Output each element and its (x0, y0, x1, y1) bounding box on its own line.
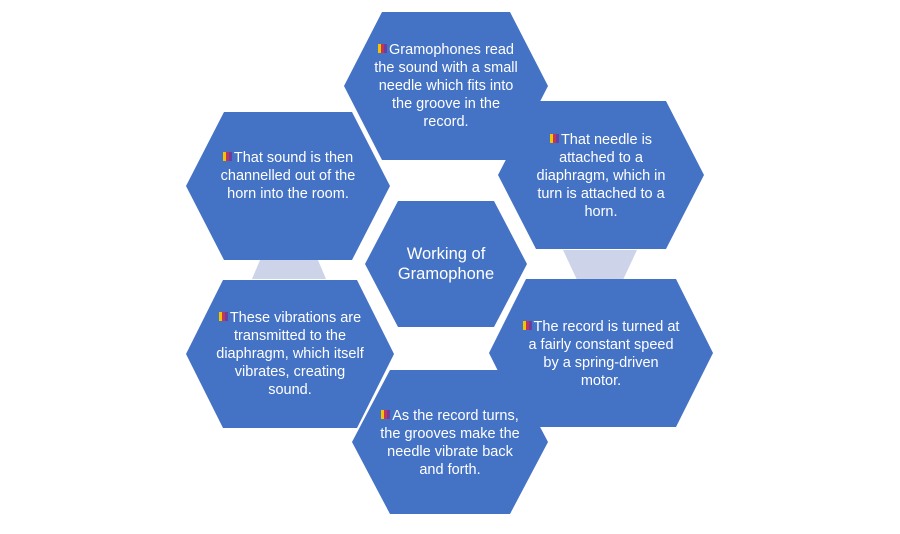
multicolor-square-bullet-icon (218, 312, 228, 321)
step-3-text: The record is turned at a fairly constan… (528, 319, 680, 389)
hex-step-6 (186, 112, 390, 260)
step-4-text-box: As the record turns, the grooves make th… (378, 393, 522, 493)
multicolor-square-bullet-icon (522, 321, 532, 330)
center-label: Working of Gramophone (397, 245, 495, 283)
step-6-text: That sound is then channelled out of the… (220, 150, 356, 202)
step-1-text-box: Gramophones read the sound with a small … (370, 36, 522, 136)
step-5-text: These vibrations are transmitted to the … (216, 310, 364, 398)
hex-step-2 (498, 101, 704, 249)
step-2-text-box: That needle is attached to a diaphragm, … (530, 126, 672, 226)
step-2-text: That needle is attached to a diaphragm, … (536, 132, 666, 220)
step-5-text-box: These vibrations are transmitted to the … (214, 304, 366, 404)
step-3-text-box: The record is turned at a fairly constan… (522, 304, 680, 404)
multicolor-square-bullet-icon (549, 134, 559, 143)
hex-step-1 (344, 12, 548, 160)
hex-step-3 (489, 279, 713, 427)
multicolor-square-bullet-icon (381, 410, 391, 419)
step-4-text: As the record turns, the grooves make th… (380, 408, 520, 478)
hex-step-5 (186, 280, 394, 428)
hex-center (365, 201, 527, 327)
multicolor-square-bullet-icon (222, 152, 232, 161)
center-label-box: Working of Gramophone (380, 226, 512, 302)
connector-right (563, 250, 637, 282)
multicolor-square-bullet-icon (378, 44, 388, 53)
step-1-text: Gramophones read the sound with a small … (374, 42, 518, 130)
hex-step-4 (352, 370, 548, 514)
step-6-text-box: That sound is then channelled out of the… (210, 138, 366, 214)
